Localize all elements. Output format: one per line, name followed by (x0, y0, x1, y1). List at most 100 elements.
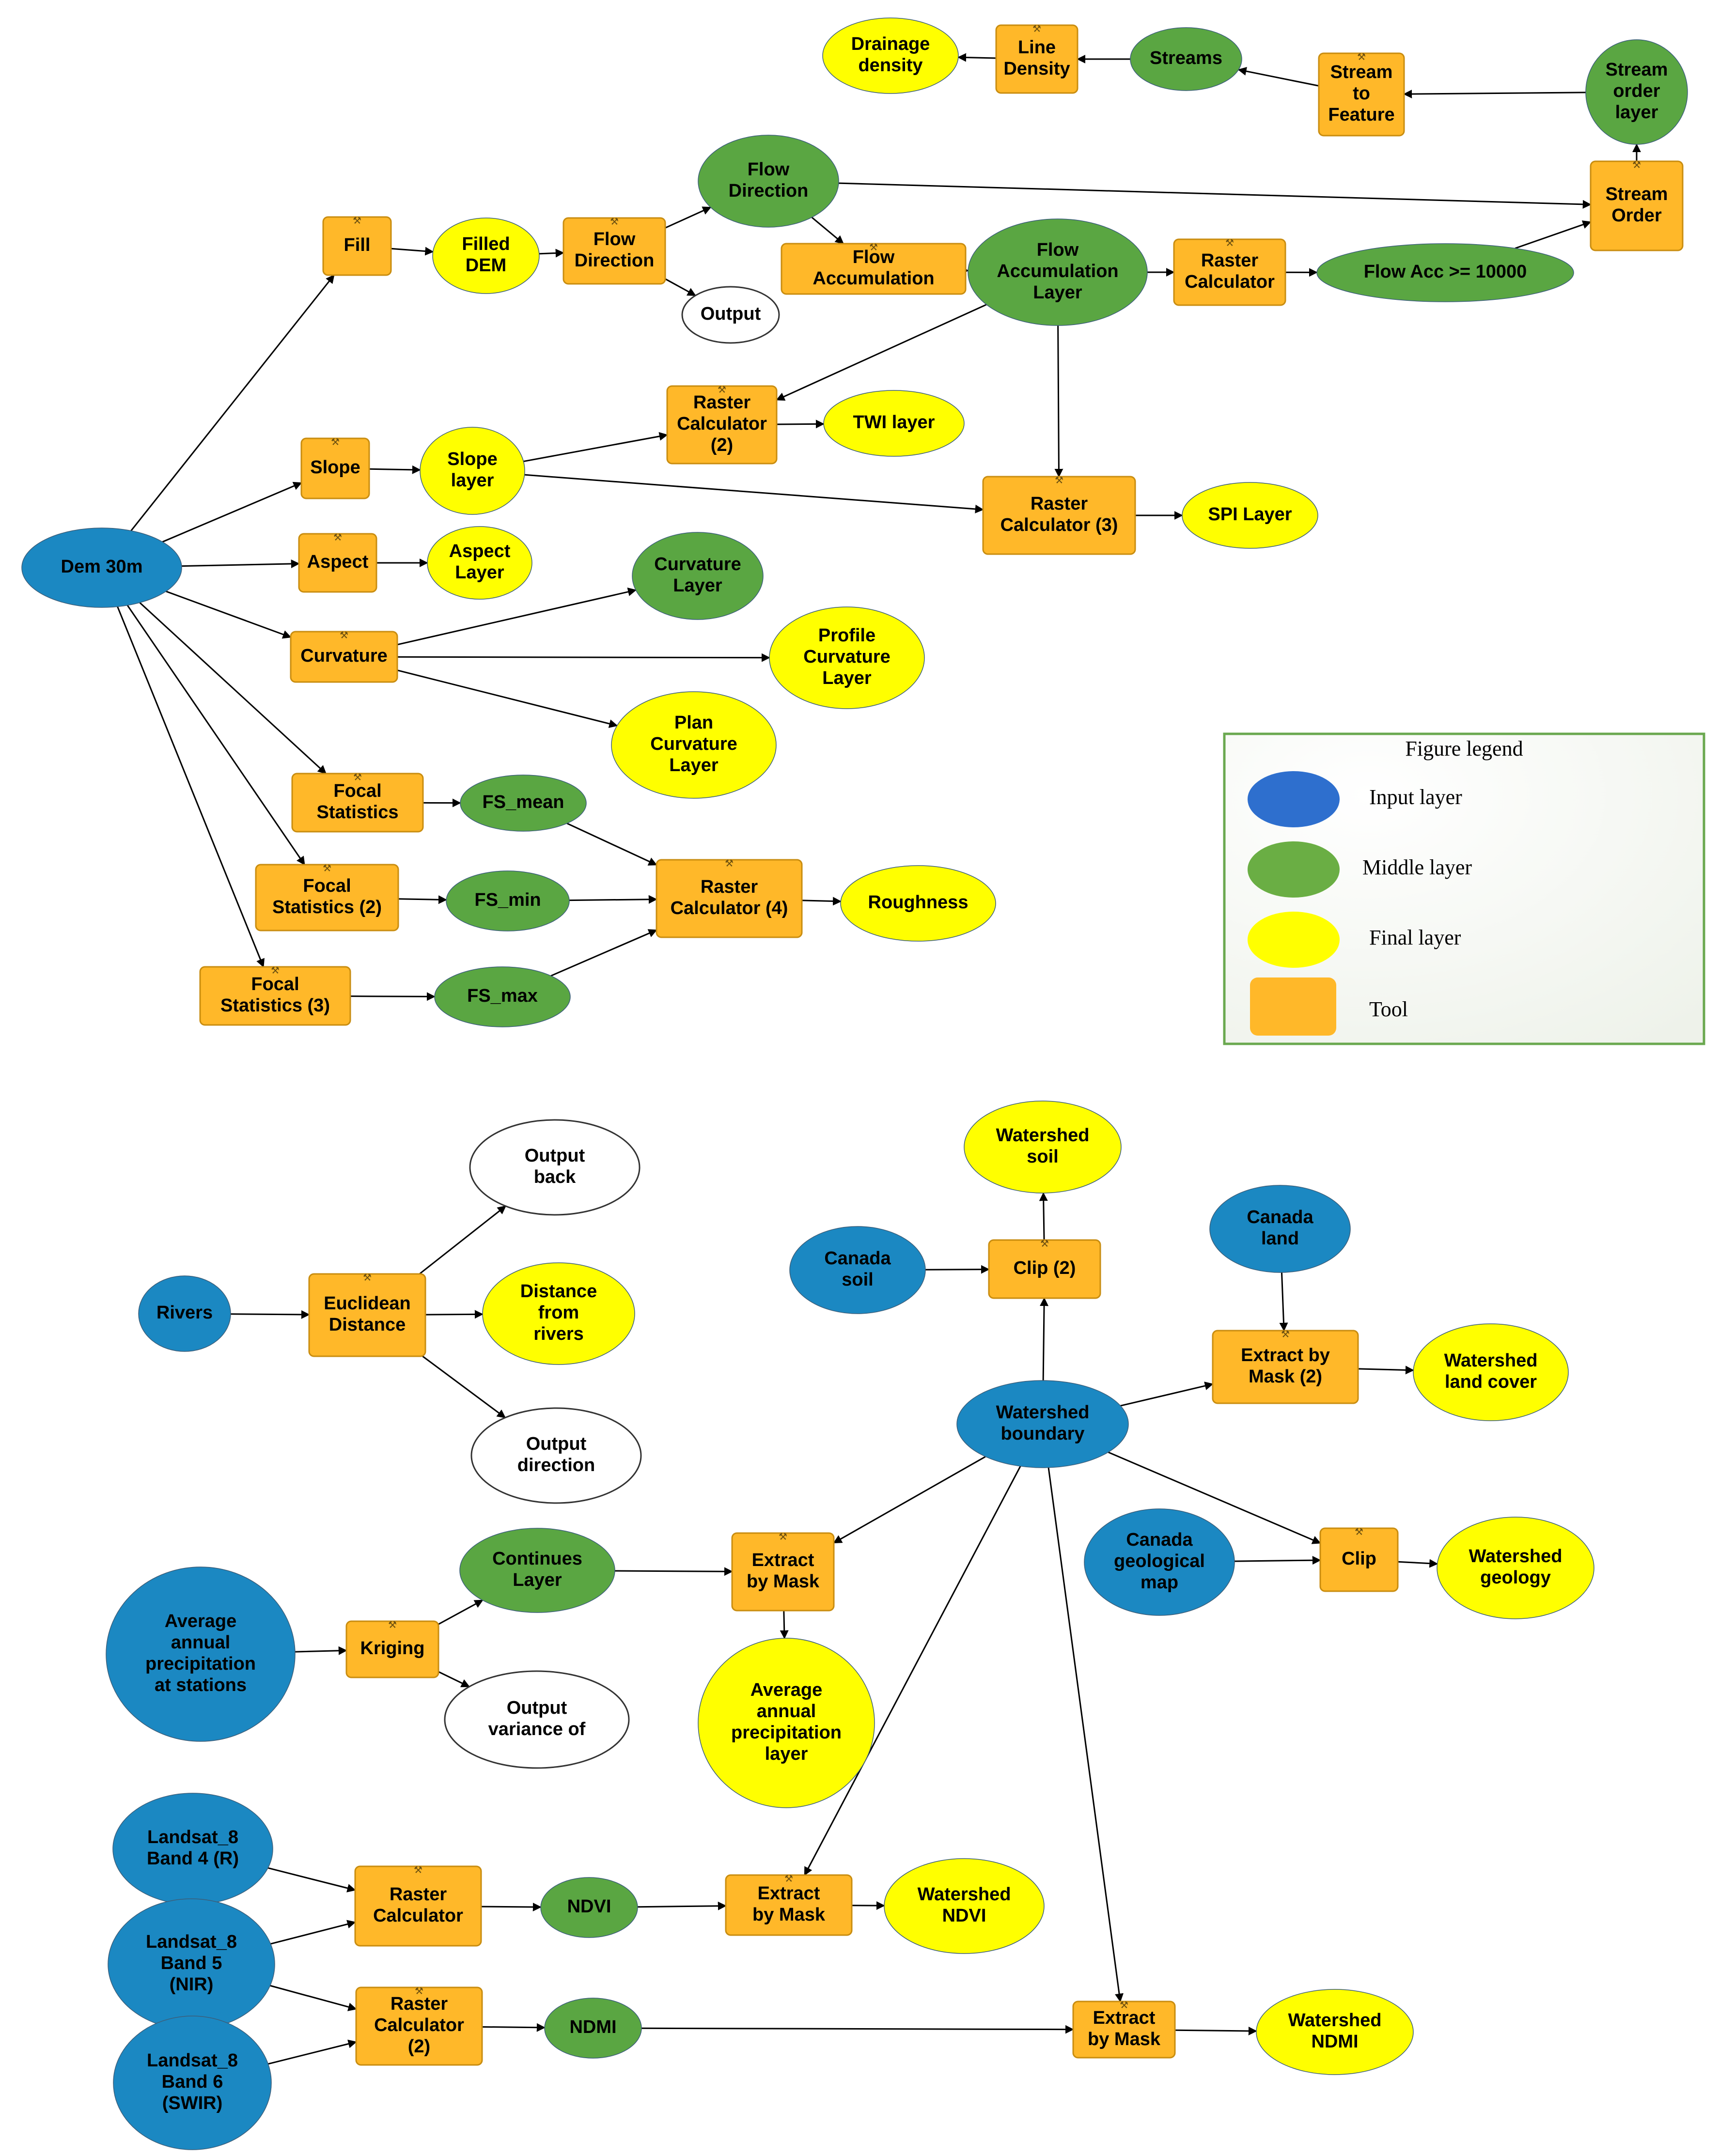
node-rivers[interactable]: Rivers (138, 1275, 231, 1352)
connector-dem-to-aspect (181, 559, 300, 568)
node-fs-min[interactable]: FS_min (446, 870, 570, 931)
node-ndmi[interactable]: NDMI (544, 1998, 642, 2059)
node-label-line: annual (757, 1701, 816, 1722)
node-label-line: (2) (408, 2036, 430, 2057)
node-fill[interactable]: ⚒Fill (322, 215, 392, 276)
node-output1[interactable]: Output (681, 286, 780, 344)
node-label-line: Curvature (654, 554, 741, 574)
node-fs-max[interactable]: FS_max (434, 966, 571, 1027)
connector-focal3-to-fs_max (350, 992, 436, 1001)
node-aspect[interactable]: ⚒Aspect (298, 531, 377, 593)
node-label-line: Canada (1126, 1530, 1193, 1550)
node-spi[interactable]: SPI Layer (1182, 482, 1318, 549)
node-kriging[interactable]: ⚒Kriging (345, 1619, 439, 1678)
output-ellipse (470, 1407, 642, 1504)
node-label-line: Calculator (3) (1000, 515, 1118, 535)
node-twi[interactable]: TWI layer (823, 390, 965, 457)
node-label-line: density (858, 55, 922, 76)
node-flowacc-thr[interactable]: Flow Acc >= 10000 (1316, 243, 1574, 302)
node-clip2[interactable]: ⚒Clip (2) (988, 1238, 1101, 1299)
final-ellipse (1437, 1517, 1594, 1619)
connector-ndvi-to-ebm_ndvi (637, 1901, 727, 1910)
node-label-line: Raster (1031, 494, 1088, 514)
node-label-line: Line (1018, 37, 1056, 58)
node-label-line: Output (507, 1698, 567, 1718)
node-label-line: Watershed (996, 1125, 1090, 1146)
node-curvature[interactable]: ⚒Curvature (290, 629, 398, 683)
connector-band6-to-rc_ndmi (267, 2039, 357, 2065)
node-label-line: Layer (1033, 282, 1082, 303)
node-label-line: Curvature (803, 647, 891, 667)
node-label-line: Statistics (3) (220, 995, 330, 1016)
node-slope[interactable]: ⚒Slope (300, 436, 370, 499)
connector-dem-to-focal1 (139, 602, 327, 775)
node-roughness[interactable]: Roughness (840, 865, 996, 942)
connector-flowdir_layer-to-flowacc_tool (811, 217, 844, 245)
node-ndvi[interactable]: NDVI (540, 1877, 638, 1938)
legend-label-middle: Middle layer (1362, 855, 1472, 879)
connector-canada_geo-to-clip (1234, 1556, 1321, 1565)
hammer-icon: ⚒ (363, 1272, 372, 1283)
node-fs-mean[interactable]: FS_mean (460, 775, 587, 832)
node-dem[interactable]: Dem 30m (21, 527, 182, 608)
node-streams[interactable]: Streams (1130, 27, 1242, 91)
node-label-line: Kriging (360, 1638, 425, 1659)
node-clip[interactable]: ⚒Clip (1319, 1526, 1399, 1592)
hammer-icon: ⚒ (331, 436, 340, 448)
connector-band5-to-rc_ndvi (270, 1920, 356, 1945)
output-ellipse (444, 1670, 630, 1769)
tool-box (1318, 52, 1405, 137)
connector-band4-to-rc_ndvi (267, 1867, 356, 1892)
connector-rcalc4-to-roughness (801, 897, 842, 906)
